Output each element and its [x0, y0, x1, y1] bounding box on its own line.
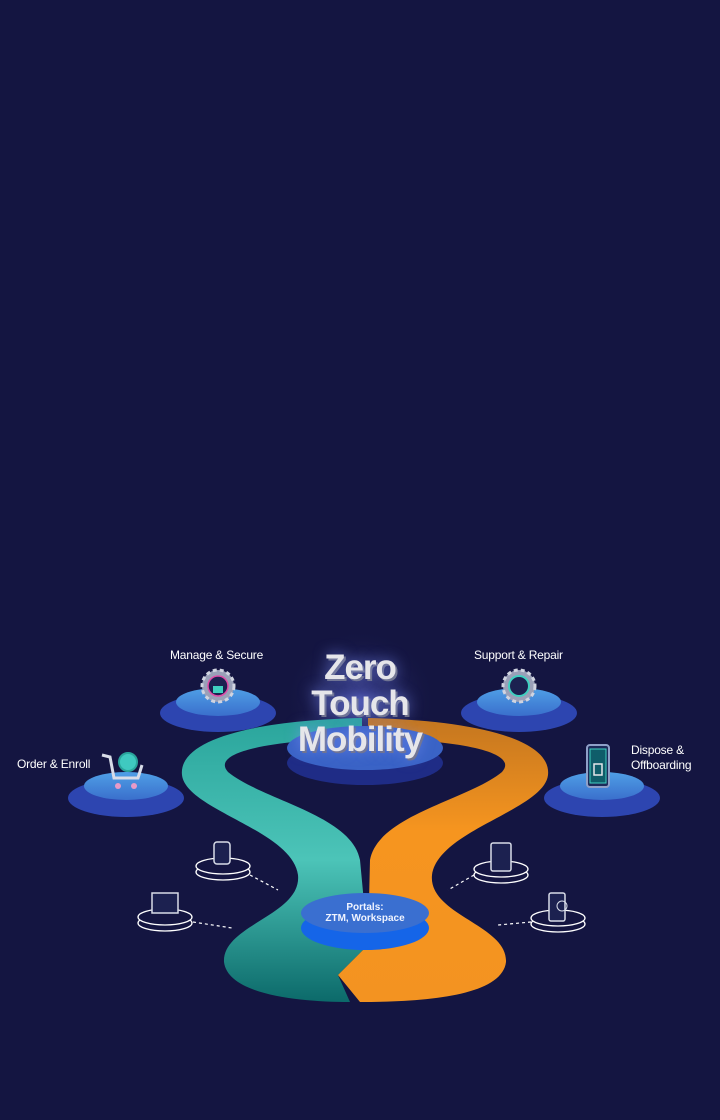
connector-lines — [192, 874, 532, 929]
stage-order-enroll: Order & Enroll — [17, 757, 91, 771]
tablet-device — [530, 892, 586, 933]
phone-trash-icon — [586, 744, 610, 788]
manage-platform — [160, 688, 276, 732]
gear-lock-icon — [200, 668, 236, 704]
title-platform — [287, 726, 443, 770]
portal-label-line2: ZTM, Workspace — [325, 913, 405, 924]
stage-support-repair: Support & Repair — [474, 648, 563, 662]
smartwatch-device — [195, 841, 251, 881]
stage-manage-secure: Manage & Secure — [170, 648, 264, 662]
portal-platform — [301, 893, 429, 933]
title-line-2: Touch — [311, 684, 409, 723]
phone-device — [473, 842, 529, 884]
gear-repair-icon — [501, 668, 537, 704]
title-line-1: Zero — [324, 648, 397, 687]
order-platform — [68, 772, 184, 817]
stage-dispose-line2: Offboarding — [631, 758, 692, 772]
support-platform — [461, 688, 577, 732]
stage-dispose-line1: Dispose & — [631, 743, 684, 757]
portal-label-line1: Portals: — [346, 902, 384, 913]
shopping-cart-icon — [101, 752, 144, 789]
title-line-3: Mobility — [297, 720, 423, 759]
laptop-device — [137, 892, 193, 932]
